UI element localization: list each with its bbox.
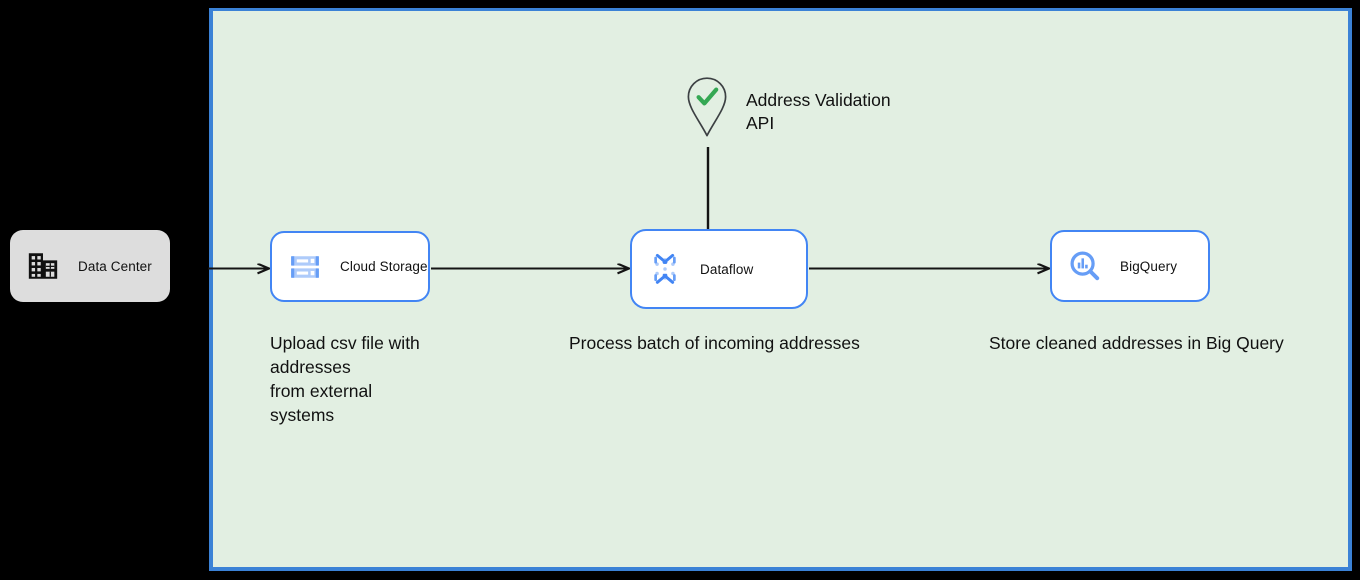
dataflow-icon [654,253,676,284]
caption-upload-csv: Upload csv file with addresses from exte… [270,333,420,425]
map-pin-check-icon [687,77,727,137]
node-address-validation-api[interactable]: Address Validation API [686,76,891,138]
caption-store-cleaned: Store cleaned addresses in Big Query [989,333,1284,353]
node-bigquery-label: BigQuery [1120,258,1178,274]
data-center-icon [28,253,58,279]
node-bigquery[interactable]: BigQuery [1050,230,1210,302]
node-dataflow-label: Dataflow [700,261,754,277]
node-dataflow[interactable]: Dataflow [630,229,808,309]
node-data-center-label: Data Center [78,258,152,274]
node-cloud-storage-label: Cloud Storage [340,259,428,274]
node-address-validation-api-label: Address Validation API [746,90,891,133]
node-data-center[interactable]: Data Center [10,230,170,302]
node-cloud-storage[interactable]: Cloud Storage [270,231,430,302]
cloud-storage-icon [291,255,319,278]
caption-process-batch: Process batch of incoming addresses [569,333,860,353]
bigquery-icon [1070,251,1100,281]
